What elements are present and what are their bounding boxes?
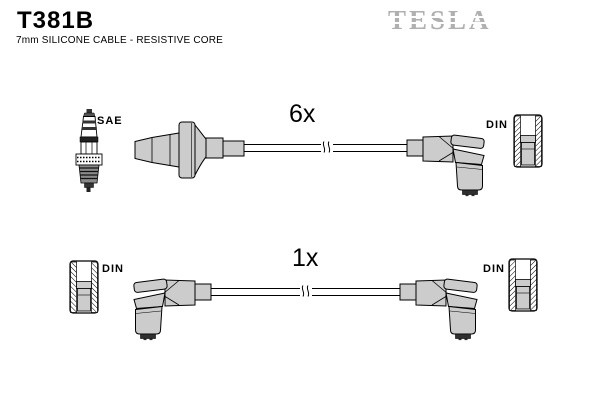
cable-6x (244, 141, 407, 153)
kit-row-1x: DIN 1x DIN (69, 244, 538, 341)
tesla-logo: TESLA (385, 5, 495, 35)
tesla-logo-stripe (385, 22, 495, 24)
quantity-label-1x: 1x (292, 244, 319, 272)
product-subtitle: 7mm SILICONE CABLE - RESISTIVE CORE (16, 35, 224, 46)
cable-break-mark-icon (301, 285, 310, 297)
straight-boot-heat-shield-icon (134, 121, 245, 179)
tesla-logo-text: TESLA (388, 5, 492, 35)
quantity-label-6x: 6x (289, 100, 316, 128)
part-number: T381B (17, 7, 95, 34)
cable-1x (211, 285, 400, 297)
tesla-logo-stripe (385, 16, 495, 18)
elbow-boot-icon (399, 278, 479, 341)
cable-break-mark-icon (322, 141, 331, 153)
spark-plug-icon (75, 109, 103, 192)
din-label-top-right: DIN (486, 119, 508, 131)
din-terminal-cross-section-icon (513, 114, 543, 168)
elbow-boot-icon (406, 134, 486, 197)
din-label-bottom-left: DIN (102, 263, 124, 275)
din-terminal-cross-section-icon (69, 260, 99, 314)
din-label-bottom-right: DIN (483, 263, 505, 275)
kit-row-6x: SAE (75, 100, 543, 197)
sae-label: SAE (97, 115, 123, 127)
din-terminal-cross-section-icon (508, 258, 538, 312)
elbow-boot-icon (132, 278, 212, 341)
